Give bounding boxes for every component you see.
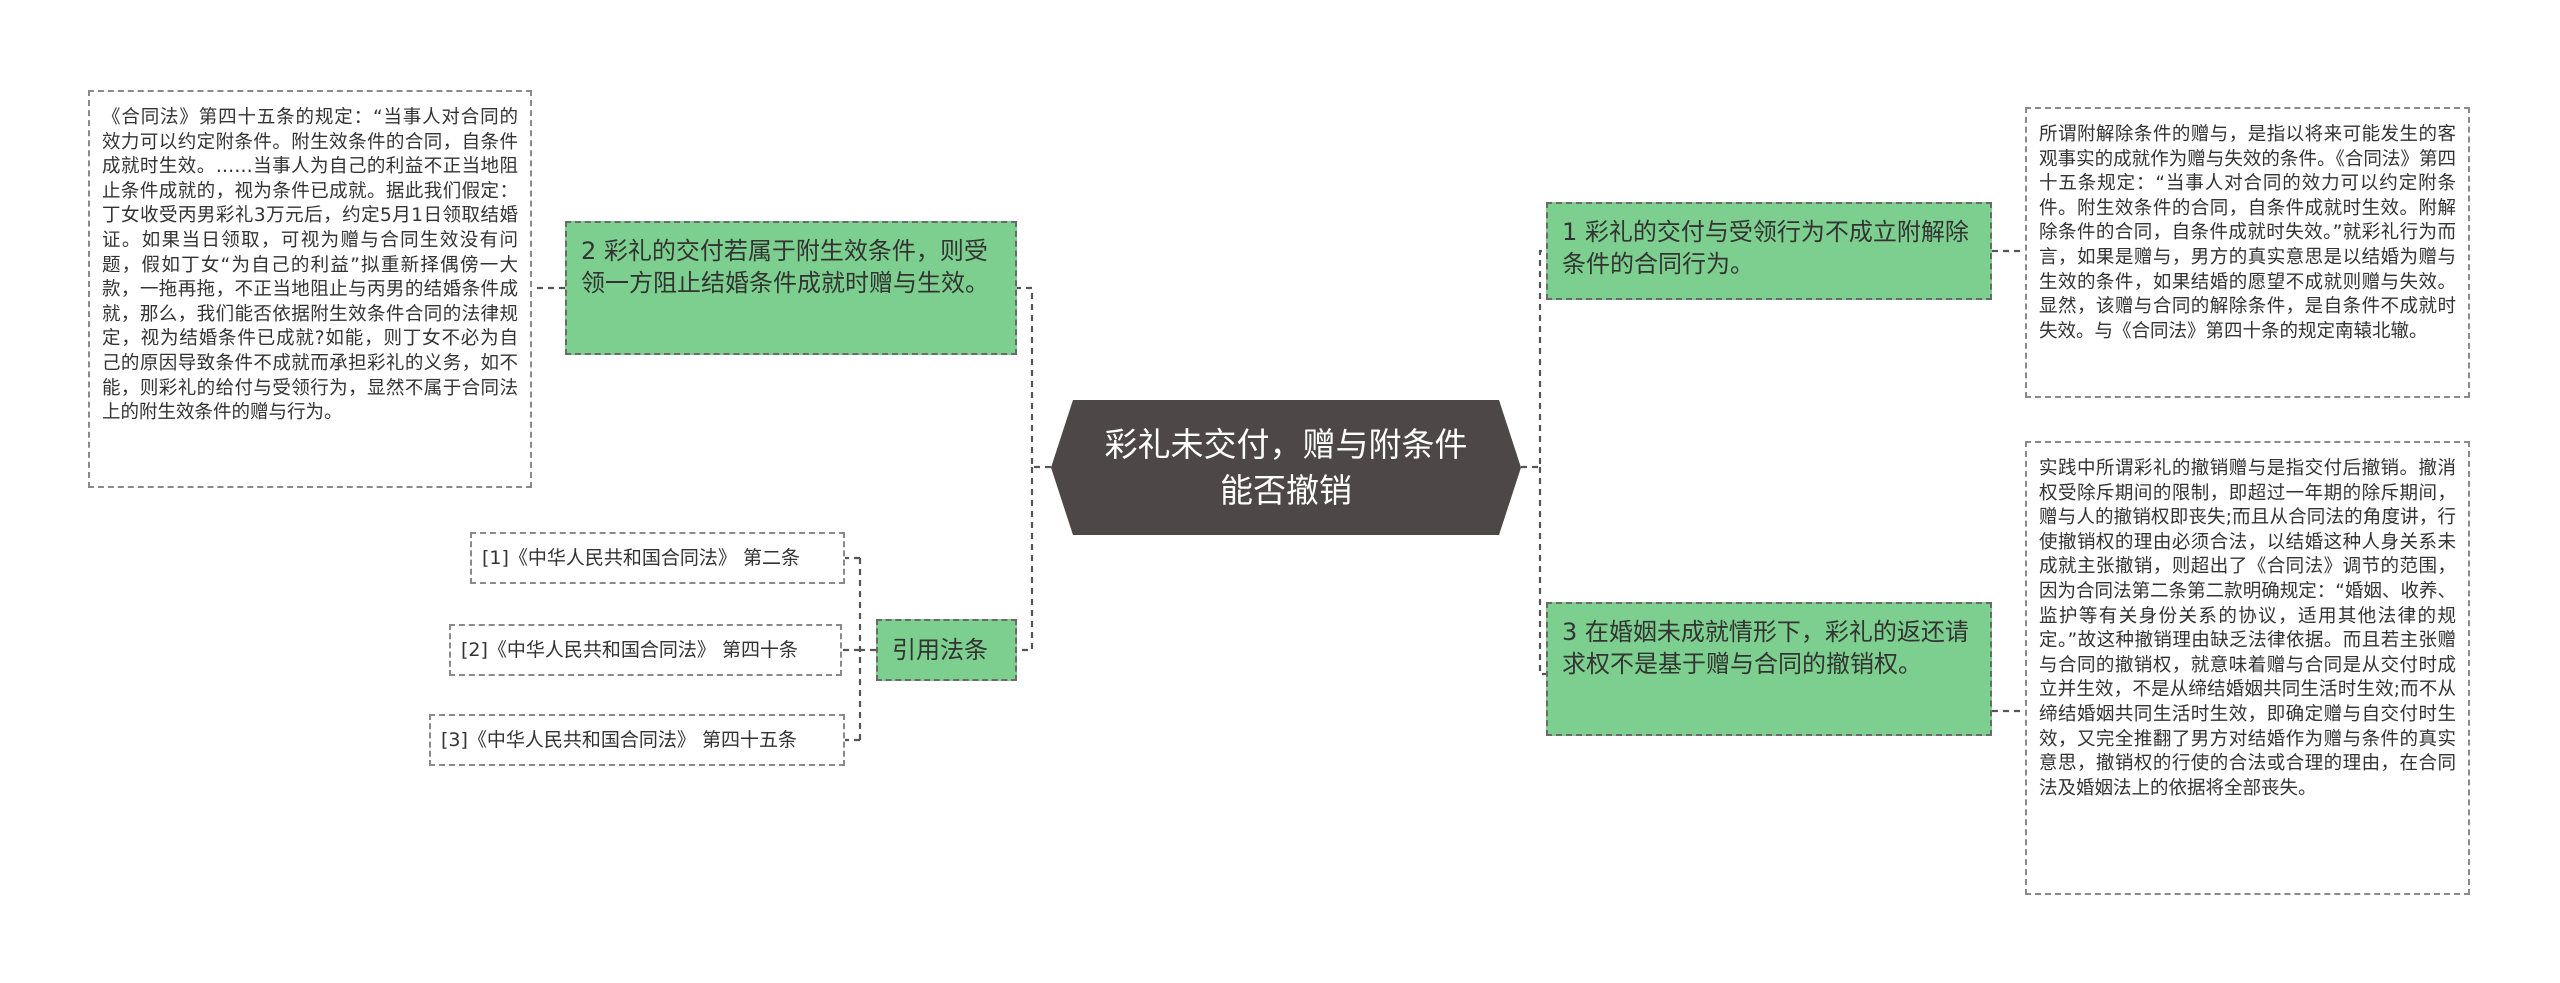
central-topic-title: 彩礼未交付，赠与附条件能否撤销: [1104, 424, 1468, 510]
central-topic[interactable]: 彩礼未交付，赠与附条件能否撤销: [1051, 400, 1521, 535]
citation-2[interactable]: [2]《中华人民共和国合同法》 第四十条: [449, 624, 842, 676]
note-topic-2: 《合同法》第四十五条的规定：“当事人对合同的效力可以约定附条件。附生效条件的合同…: [88, 90, 532, 488]
topic-1[interactable]: 1 彩礼的交付与受领行为不成立附解除条件的合同行为。: [1546, 202, 1992, 300]
note-topic-3-text: 实践中所谓彩礼的撤销赠与是指交付后撤销。撤消权受除斥期间的限制，即超过一年期的除…: [2039, 458, 2456, 799]
topic-2[interactable]: 2 彩礼的交付若属于附生效条件，则受领一方阻止结婚条件成就时赠与生效。: [565, 221, 1017, 355]
topic-citations[interactable]: 引用法条: [876, 619, 1017, 681]
note-topic-1-text: 所谓附解除条件的赠与，是指以将来可能发生的客观事实的成就作为赠与失效的条件。《合…: [2039, 124, 2456, 342]
topic-2-label: 2 彩礼的交付若属于附生效条件，则受领一方阻止结婚条件成就时赠与生效。: [581, 237, 989, 297]
note-topic-1: 所谓附解除条件的赠与，是指以将来可能发生的客观事实的成就作为赠与失效的条件。《合…: [2025, 107, 2470, 398]
topic-citations-label: 引用法条: [892, 636, 988, 664]
note-topic-3: 实践中所谓彩礼的撤销赠与是指交付后撤销。撤消权受除斥期间的限制，即超过一年期的除…: [2025, 441, 2470, 895]
citation-2-text: [2]《中华人民共和国合同法》 第四十条: [461, 639, 798, 661]
note-topic-2-text: 《合同法》第四十五条的规定：“当事人对合同的效力可以约定附条件。附生效条件的合同…: [102, 107, 518, 424]
citation-1[interactable]: [1]《中华人民共和国合同法》 第二条: [470, 532, 845, 584]
topic-3[interactable]: 3 在婚姻未成就情形下，彩礼的返还请求权不是基于赠与合同的撤销权。: [1546, 602, 1992, 736]
citation-3-text: [3]《中华人民共和国合同法》 第四十五条: [441, 729, 797, 751]
citation-1-text: [1]《中华人民共和国合同法》 第二条: [482, 547, 800, 569]
citation-3[interactable]: [3]《中华人民共和国合同法》 第四十五条: [429, 714, 845, 766]
topic-3-label: 3 在婚姻未成就情形下，彩礼的返还请求权不是基于赠与合同的撤销权。: [1562, 618, 1969, 678]
topic-1-label: 1 彩礼的交付与受领行为不成立附解除条件的合同行为。: [1562, 218, 1969, 278]
